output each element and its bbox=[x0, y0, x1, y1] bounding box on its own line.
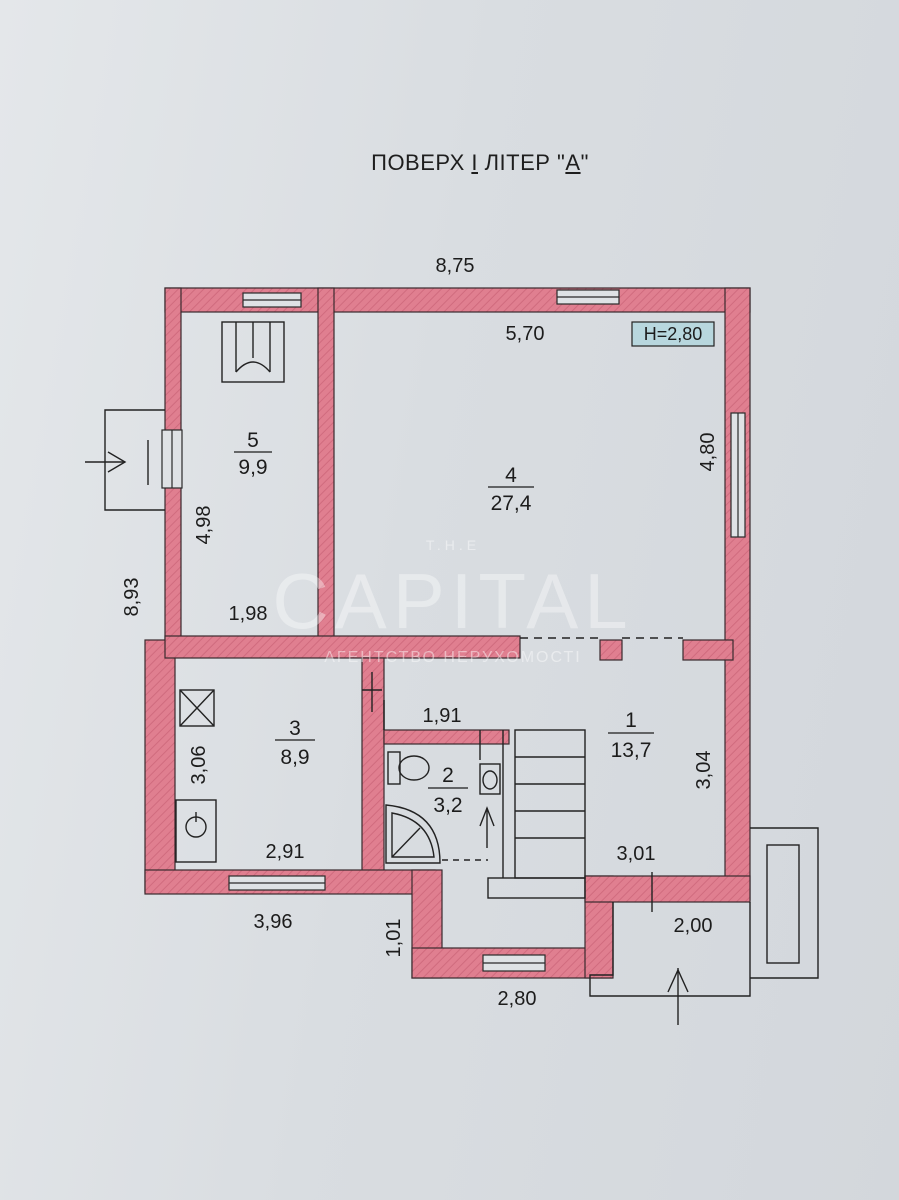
stairs bbox=[442, 729, 586, 899]
entrance-left bbox=[85, 409, 165, 511]
wall-bottom-right bbox=[584, 875, 751, 903]
watermark-brand: CAPITAL bbox=[272, 557, 633, 645]
dim-room5-width: 1,98 bbox=[229, 603, 268, 625]
height-tag-label: H=2,80 bbox=[644, 324, 703, 344]
window-right bbox=[730, 412, 746, 538]
wall-above-room-2 bbox=[383, 729, 510, 745]
wall-left-lower bbox=[144, 639, 176, 893]
room-1-label: 1 13,7 bbox=[608, 709, 654, 762]
room-4-label: 4 27,4 bbox=[488, 464, 534, 515]
stove-icon bbox=[221, 321, 285, 383]
dim-total-depth: 8,93 bbox=[121, 578, 143, 617]
window-top-left bbox=[242, 292, 302, 308]
room-5-number: 5 bbox=[247, 429, 259, 452]
room-2-area: 3,2 bbox=[433, 794, 462, 817]
title-floor: I bbox=[471, 150, 478, 175]
windows bbox=[161, 289, 746, 972]
title-middle: ЛІТЕР " bbox=[478, 150, 566, 175]
room-3-number: 3 bbox=[289, 717, 301, 740]
wall-stub-middle bbox=[599, 639, 623, 661]
wall-right bbox=[724, 287, 751, 901]
porch-right bbox=[589, 827, 819, 1025]
watermark-the: T.H.E bbox=[426, 537, 480, 553]
dim-bay-width: 2,80 bbox=[498, 988, 537, 1010]
door-openings bbox=[383, 637, 683, 730]
walls bbox=[144, 287, 751, 979]
dim-room1-stub: 1,91 bbox=[423, 705, 462, 727]
title-letter: А bbox=[565, 150, 581, 175]
fixtures bbox=[175, 321, 501, 864]
room-2-number: 2 bbox=[442, 764, 454, 787]
dim-room1-width: 3,01 bbox=[617, 843, 656, 865]
watermark: T.H.E CAPITAL АГЕНТСТВО НЕРУХОМОСТІ bbox=[272, 537, 633, 666]
wall-partition-middle-left bbox=[164, 635, 521, 659]
room-labels: 5 9,9 4 27,4 3 8,9 2 3,2 1 bbox=[234, 429, 654, 817]
dimension-labels: 8,75 5,70 4,80 4,98 1,98 8,93 3,06 2,91 … bbox=[121, 255, 719, 1010]
window-left-upper bbox=[161, 429, 183, 489]
height-tag: H=2,80 bbox=[631, 321, 715, 347]
dim-room5-depth: 4,98 bbox=[193, 506, 215, 545]
dim-room4-width: 5,70 bbox=[506, 323, 545, 345]
window-bay bbox=[482, 954, 546, 972]
heater-icon bbox=[175, 799, 217, 863]
plan-title: ПОВЕРХ I ЛІТЕР "А" bbox=[300, 150, 660, 176]
toilet-icon bbox=[387, 751, 430, 785]
dim-room4-depth: 4,80 bbox=[697, 433, 719, 472]
dim-room3-depth: 3,06 bbox=[188, 746, 210, 785]
room-5-label: 5 9,9 bbox=[234, 429, 272, 479]
watermark-agency: АГЕНТСТВО НЕРУХОМОСТІ bbox=[324, 649, 581, 666]
shower-icon bbox=[385, 804, 441, 864]
dim-room1-depth: 3,04 bbox=[693, 751, 715, 790]
title-suffix: " bbox=[580, 150, 589, 175]
room-3-area: 8,9 bbox=[280, 746, 309, 769]
dim-bay-depth: 1,01 bbox=[383, 919, 405, 958]
dim-room3-width: 2,91 bbox=[266, 841, 305, 863]
dim-porch-width: 2,00 bbox=[674, 915, 713, 937]
sink-icon bbox=[479, 763, 501, 795]
room-1-area: 13,7 bbox=[611, 739, 652, 762]
window-bottom-left bbox=[228, 875, 326, 891]
room-4-number: 4 bbox=[505, 464, 517, 487]
title-prefix: ПОВЕРХ bbox=[371, 150, 472, 175]
boiler-icon bbox=[179, 689, 215, 727]
room-5-area: 9,9 bbox=[238, 456, 267, 479]
wall-partition-3-2 bbox=[361, 657, 385, 893]
wall-stub-right bbox=[682, 639, 734, 661]
dim-bottom-left: 3,96 bbox=[254, 911, 293, 933]
dim-total-width: 8,75 bbox=[436, 255, 475, 277]
room-4-area: 27,4 bbox=[491, 492, 532, 515]
window-top-right bbox=[556, 289, 620, 305]
room-1-number: 1 bbox=[625, 709, 637, 732]
room-2-label: 2 3,2 bbox=[428, 764, 468, 817]
room-3-label: 3 8,9 bbox=[275, 717, 315, 769]
